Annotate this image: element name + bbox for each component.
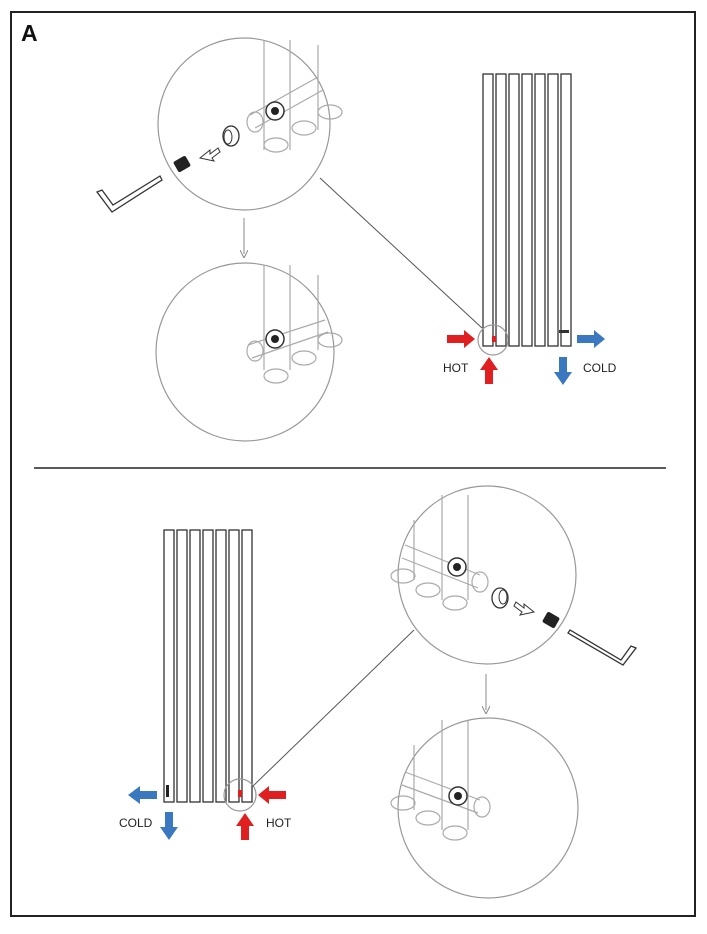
bottom-cold-arrow-left [128, 786, 157, 804]
bottom-cold-label: COLD [119, 816, 153, 830]
bottom-cold-arrow-down [160, 812, 178, 840]
top-detail-circle-1 [157, 37, 343, 211]
top-detail-circle-2 [155, 262, 343, 442]
bottom-hot-arrow-up [236, 813, 254, 840]
top-hot-label: HOT [443, 361, 469, 375]
bottom-hot-arrow-left [258, 786, 286, 804]
top-radiator [482, 73, 572, 347]
bottom-radiator [163, 529, 253, 803]
panel-letter: A [21, 20, 38, 46]
top-hot-arrow-right [447, 330, 475, 348]
instruction-frame [10, 11, 696, 917]
hex-key-icon-bottom [567, 629, 638, 666]
hex-key-icon [95, 175, 163, 213]
bottom-detail-circle-1 [390, 485, 577, 665]
top-cold-arrow-down [554, 357, 572, 385]
bottom-hot-label: HOT [266, 816, 292, 830]
top-cold-arrow-right [577, 330, 605, 348]
top-cold-label: COLD [583, 361, 617, 375]
top-hot-arrow-up [480, 357, 498, 384]
bottom-detail-circle-2 [390, 717, 579, 899]
